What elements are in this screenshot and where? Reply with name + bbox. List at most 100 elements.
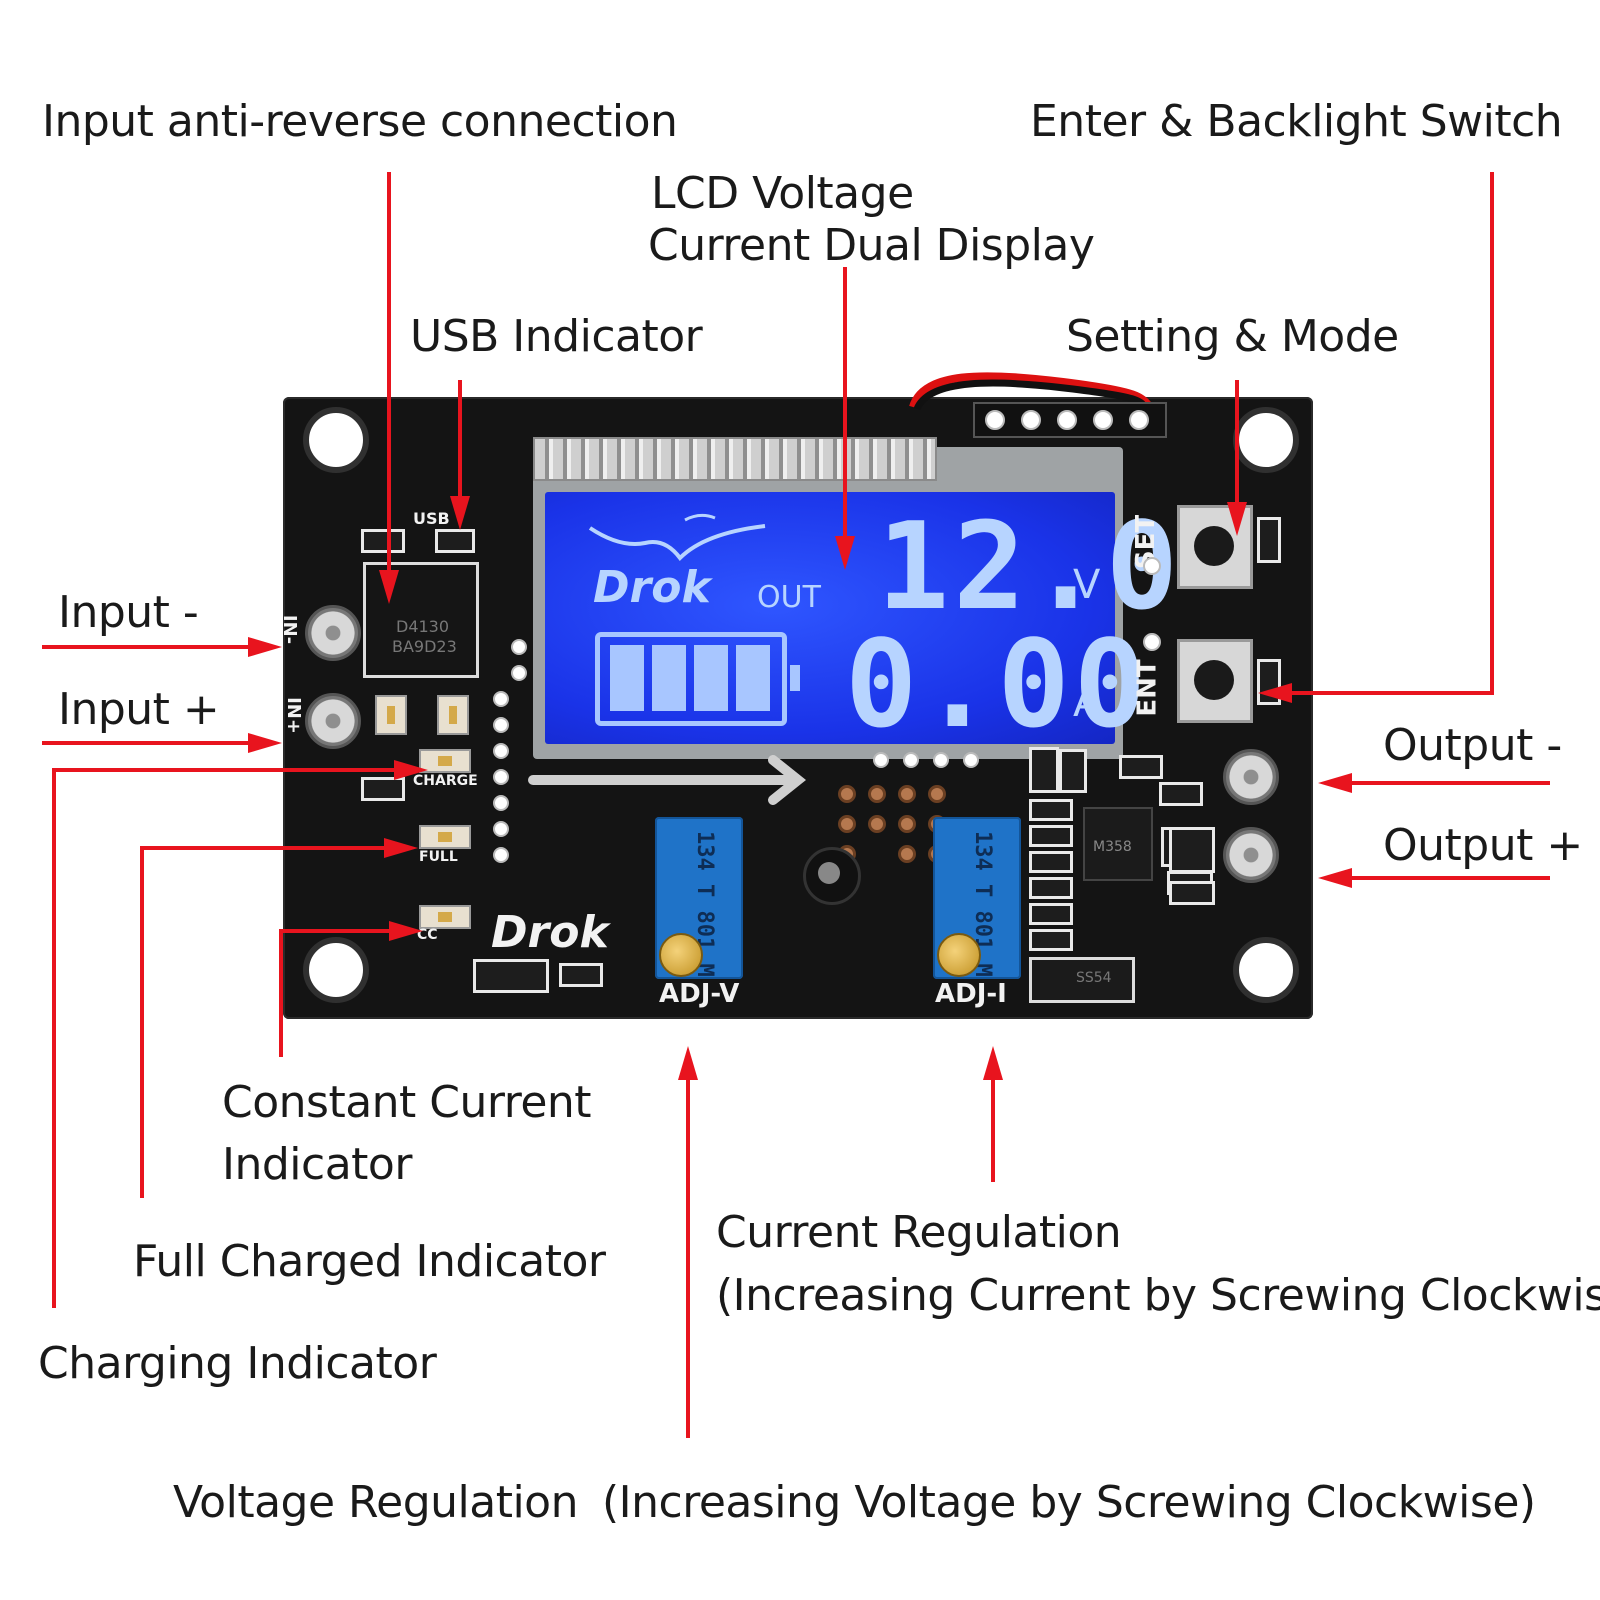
adj-v-screw-icon[interactable]	[659, 933, 703, 977]
cc-led[interactable]	[419, 905, 471, 929]
callout-arrow-cc	[389, 921, 423, 941]
label-input-minus: Input -	[58, 587, 199, 638]
lcd-current-value: 0.00	[845, 616, 1150, 755]
ic-marking: M358	[1093, 839, 1132, 855]
label-cc-line1: Constant Current	[222, 1077, 592, 1128]
label-output-minus: Output -	[1383, 720, 1562, 771]
label-current-reg-line1: Current Regulation	[716, 1207, 1122, 1258]
callout-line-output-plus	[1350, 876, 1550, 880]
label-enter-backlight: Enter & Backlight Switch	[1030, 96, 1563, 147]
label-input-anti-reverse: Input anti-reverse connection	[42, 96, 678, 147]
callout-line-cc-horizontal	[279, 929, 393, 933]
full-led[interactable]	[419, 825, 471, 849]
label-setting-mode: Setting & Mode	[1066, 311, 1399, 362]
label-cc-line2: Indicator	[222, 1139, 412, 1190]
lcd-voltage-unit: V	[1073, 562, 1101, 608]
resistor-usb	[361, 529, 405, 553]
silk-full: FULL	[419, 849, 458, 865]
output-minus-terminal[interactable]	[1223, 749, 1279, 805]
silk-charge: CHARGE	[413, 773, 478, 789]
adj-i-potentiometer[interactable]: 134 T 801 M	[933, 817, 1021, 979]
silk-adj-i: ADJ-I	[935, 979, 1007, 1009]
callout-arrow-input-minus	[248, 637, 282, 657]
label-input-plus: Input +	[58, 684, 220, 735]
output-plus-terminal[interactable]	[1223, 827, 1279, 883]
lcd-brand: Drok	[593, 562, 711, 613]
callout-line-voltage	[686, 1078, 690, 1438]
callout-arrow-voltage	[678, 1046, 698, 1080]
label-voltage-reg-note: (Increasing Voltage by Screwing Clockwis…	[602, 1477, 1536, 1528]
capacitor	[803, 847, 861, 905]
callout-arrow-full	[384, 838, 418, 858]
mount-hole-bottom-left	[303, 937, 369, 1003]
label-full-charged: Full Charged Indicator	[133, 1236, 606, 1287]
callout-arrow-current	[983, 1046, 1003, 1080]
silk-in-plus: IN+	[282, 697, 304, 734]
callout-line-input-plus	[42, 741, 252, 745]
mount-hole-top-right	[1233, 407, 1299, 473]
lcd-out-label: OUT	[757, 580, 821, 615]
callout-arrow-lcd	[835, 536, 855, 570]
adj-i-screw-icon[interactable]	[937, 933, 981, 977]
label-lcd-line1: LCD Voltage	[651, 168, 914, 219]
callout-arrow-output-plus	[1318, 868, 1352, 888]
callout-line-enter-horizontal	[1290, 691, 1494, 695]
bird-logo-icon	[588, 513, 766, 562]
callout-line-anti-reverse	[387, 172, 391, 572]
callout-line-usb	[458, 380, 462, 500]
callout-arrow-setting	[1227, 502, 1247, 536]
input-plus-terminal[interactable]	[305, 693, 361, 749]
callout-line-charging-vertical	[52, 768, 56, 1308]
callout-arrow-charging	[394, 760, 428, 780]
adj-v-potentiometer[interactable]: 134 T 801 M	[655, 817, 743, 979]
lcd-display: Drok OUT 12.0 V 0.00 A	[545, 492, 1178, 755]
chip-leg-left	[375, 695, 407, 735]
lcd-current-unit: A	[1073, 680, 1101, 726]
pcb-board: Drok OUT 12.0 V 0.00 A USB D4130 BA9D23 …	[279, 372, 1313, 1019]
battery-icon	[595, 632, 800, 726]
opamp-ic: M358	[1083, 807, 1153, 881]
callout-line-current	[991, 1078, 995, 1182]
label-usb-indicator: USB Indicator	[410, 311, 703, 362]
diode-marking: SS54	[1076, 970, 1112, 986]
label-charging: Charging Indicator	[38, 1338, 437, 1389]
silkscreen-arrow-icon	[528, 755, 807, 805]
silk-adj-v: ADJ-V	[659, 979, 740, 1009]
callout-line-lcd	[843, 267, 847, 539]
callout-line-charging-horizontal	[52, 768, 398, 772]
callout-arrow-anti-reverse	[379, 570, 399, 604]
chip-marking-top: D4130	[396, 617, 450, 636]
label-output-plus: Output +	[1383, 820, 1583, 871]
callout-arrow-input-plus	[248, 733, 282, 753]
lcd-pins	[533, 437, 937, 481]
silk-ent: ENT	[1132, 659, 1163, 717]
anti-reverse-chip: D4130 BA9D23	[363, 562, 479, 678]
label-voltage-reg: Voltage Regulation	[173, 1477, 578, 1528]
silk-in-minus: IN-	[279, 614, 301, 645]
diode: SS54	[1029, 957, 1135, 1003]
usb-led	[435, 529, 475, 553]
callout-line-setting	[1235, 380, 1239, 505]
chip-leg-right	[437, 695, 469, 735]
header-pins	[973, 402, 1167, 438]
bottom-resistor	[559, 963, 603, 987]
callout-line-cc-vertical	[279, 929, 283, 1057]
label-lcd-line2: Current Dual Display	[648, 220, 1095, 271]
bottom-inductor	[473, 959, 549, 993]
callout-line-output-minus	[1350, 781, 1550, 785]
label-current-reg-line2: (Increasing Current by Screwing Clockwis…	[716, 1270, 1600, 1321]
resistor-charge	[361, 777, 405, 801]
callout-line-full-vertical	[140, 846, 144, 1198]
mount-hole-bottom-right	[1233, 937, 1299, 1003]
lcd-voltage-value: 12.0	[877, 498, 1182, 637]
callout-line-enter-vertical	[1490, 172, 1494, 695]
input-minus-terminal[interactable]	[305, 605, 361, 661]
callout-line-full-horizontal	[140, 846, 388, 850]
callout-arrow-output-minus	[1318, 773, 1352, 793]
ent-button[interactable]	[1177, 639, 1253, 723]
chip-marking-bottom: BA9D23	[392, 637, 457, 656]
callout-line-input-minus	[42, 645, 252, 649]
mount-hole-top-left	[303, 407, 369, 473]
silk-brand: Drok	[491, 907, 609, 958]
callout-arrow-enter	[1258, 683, 1292, 703]
